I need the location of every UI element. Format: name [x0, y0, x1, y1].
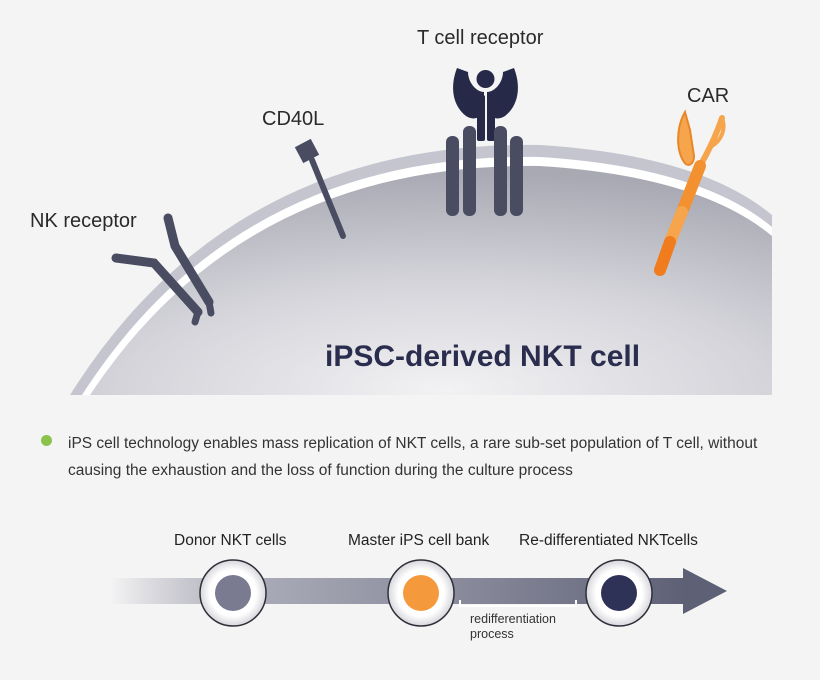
master-ips-cell: [387, 559, 455, 627]
cd40l-icon: [294, 138, 346, 239]
stage-label-donor: Donor NKT cells: [174, 532, 287, 549]
redifferentiation-label: redifferentiation process: [470, 612, 556, 641]
redifferentiation-bracket: [459, 600, 577, 607]
cd40l-label: CD40L: [262, 108, 325, 130]
cell-title: iPSC-derived NKT cell: [325, 340, 641, 373]
bullet-dot-icon: [41, 435, 52, 446]
t-cell-receptor-icon: [446, 68, 523, 216]
car-icon: [654, 109, 726, 276]
description-text: iPS cell technology enables mass replica…: [68, 435, 758, 479]
donor-nkt-cell: [199, 559, 267, 627]
t-cell-receptor-label: T cell receptor: [417, 27, 544, 49]
stage-label-master: Master iPS cell bank: [348, 532, 490, 549]
redifferentiated-nkt-cell: [585, 559, 653, 627]
description-bullet: iPS cell technology enables mass replica…: [40, 430, 800, 484]
cell-cytoplasm: [90, 165, 772, 395]
cell-body: [70, 144, 772, 395]
nk-receptor-label: NK receptor: [30, 210, 137, 232]
car-label: CAR: [687, 85, 730, 107]
nk-receptor-icon: [111, 213, 215, 326]
stage-label-redifferentiated: Re-differentiated NKTcells: [519, 532, 698, 549]
